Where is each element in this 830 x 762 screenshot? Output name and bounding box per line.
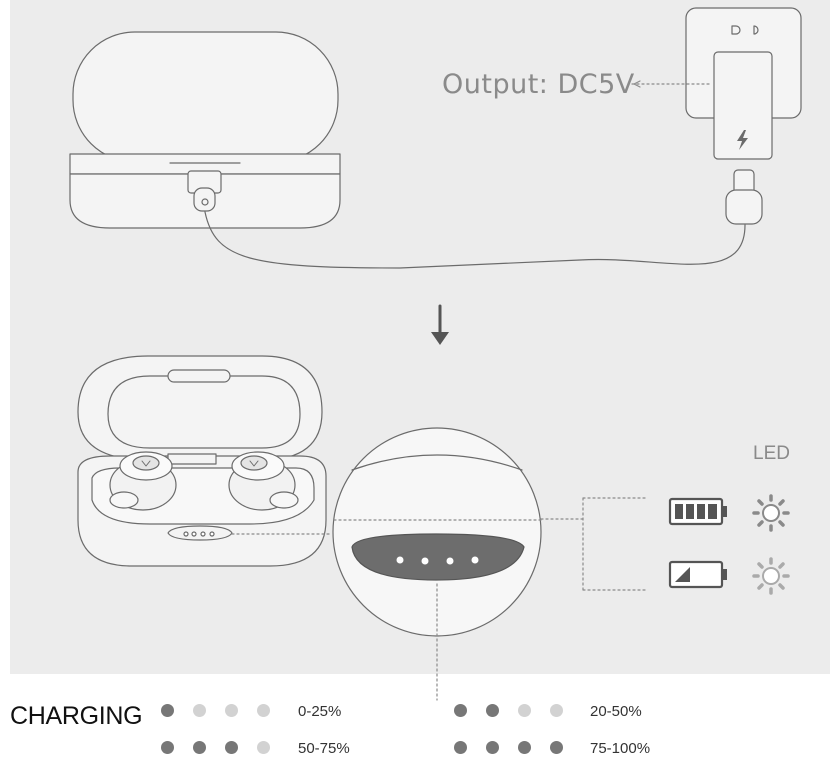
indicator-dot-lit: [161, 741, 174, 754]
wall-adapter: [685, 7, 802, 160]
earbud-right: [228, 451, 299, 511]
battery-low-icon: [668, 560, 727, 589]
indicator-dot-unlit: [193, 704, 206, 717]
indicator-dot-lit: [486, 741, 499, 754]
led-on-icon: [752, 494, 790, 532]
led-dim-icon: [752, 557, 790, 595]
indicator-dot-lit: [454, 741, 467, 754]
indicator-dot-unlit: [257, 741, 270, 754]
indicator-dot-lit: [225, 741, 238, 754]
case-led-strip: [167, 525, 233, 541]
battery-full-icon: [668, 497, 727, 526]
level-range-label: 20-50%: [590, 703, 642, 720]
level-range-label: 50-75%: [298, 740, 350, 757]
down-arrow-icon: [431, 304, 449, 345]
indicator-dot-lit: [161, 704, 174, 717]
indicator-dot-unlit: [225, 704, 238, 717]
magnifier-detail: [332, 427, 542, 637]
indicator-dot-lit: [454, 704, 467, 717]
indicator-dot-lit: [550, 741, 563, 754]
usb-c-plug-case: [187, 170, 222, 212]
charging-title: CHARGING: [10, 702, 143, 730]
indicator-dot-lit: [486, 704, 499, 717]
output-label: Output: DC5V: [442, 69, 635, 100]
led-label: LED: [753, 443, 790, 464]
usb-c-plug-adapter: [725, 169, 763, 225]
earbud-left: [109, 451, 177, 511]
indicator-dot-unlit: [550, 704, 563, 717]
indicator-dot-lit: [518, 741, 531, 754]
level-range-label: 75-100%: [590, 740, 651, 757]
indicator-dot-unlit: [257, 704, 270, 717]
indicator-dot-unlit: [518, 704, 531, 717]
level-range-label: 0-25%: [298, 703, 342, 720]
lightning-icon: [737, 130, 748, 150]
charging-cable: [204, 211, 746, 269]
indicator-dot-lit: [193, 741, 206, 754]
